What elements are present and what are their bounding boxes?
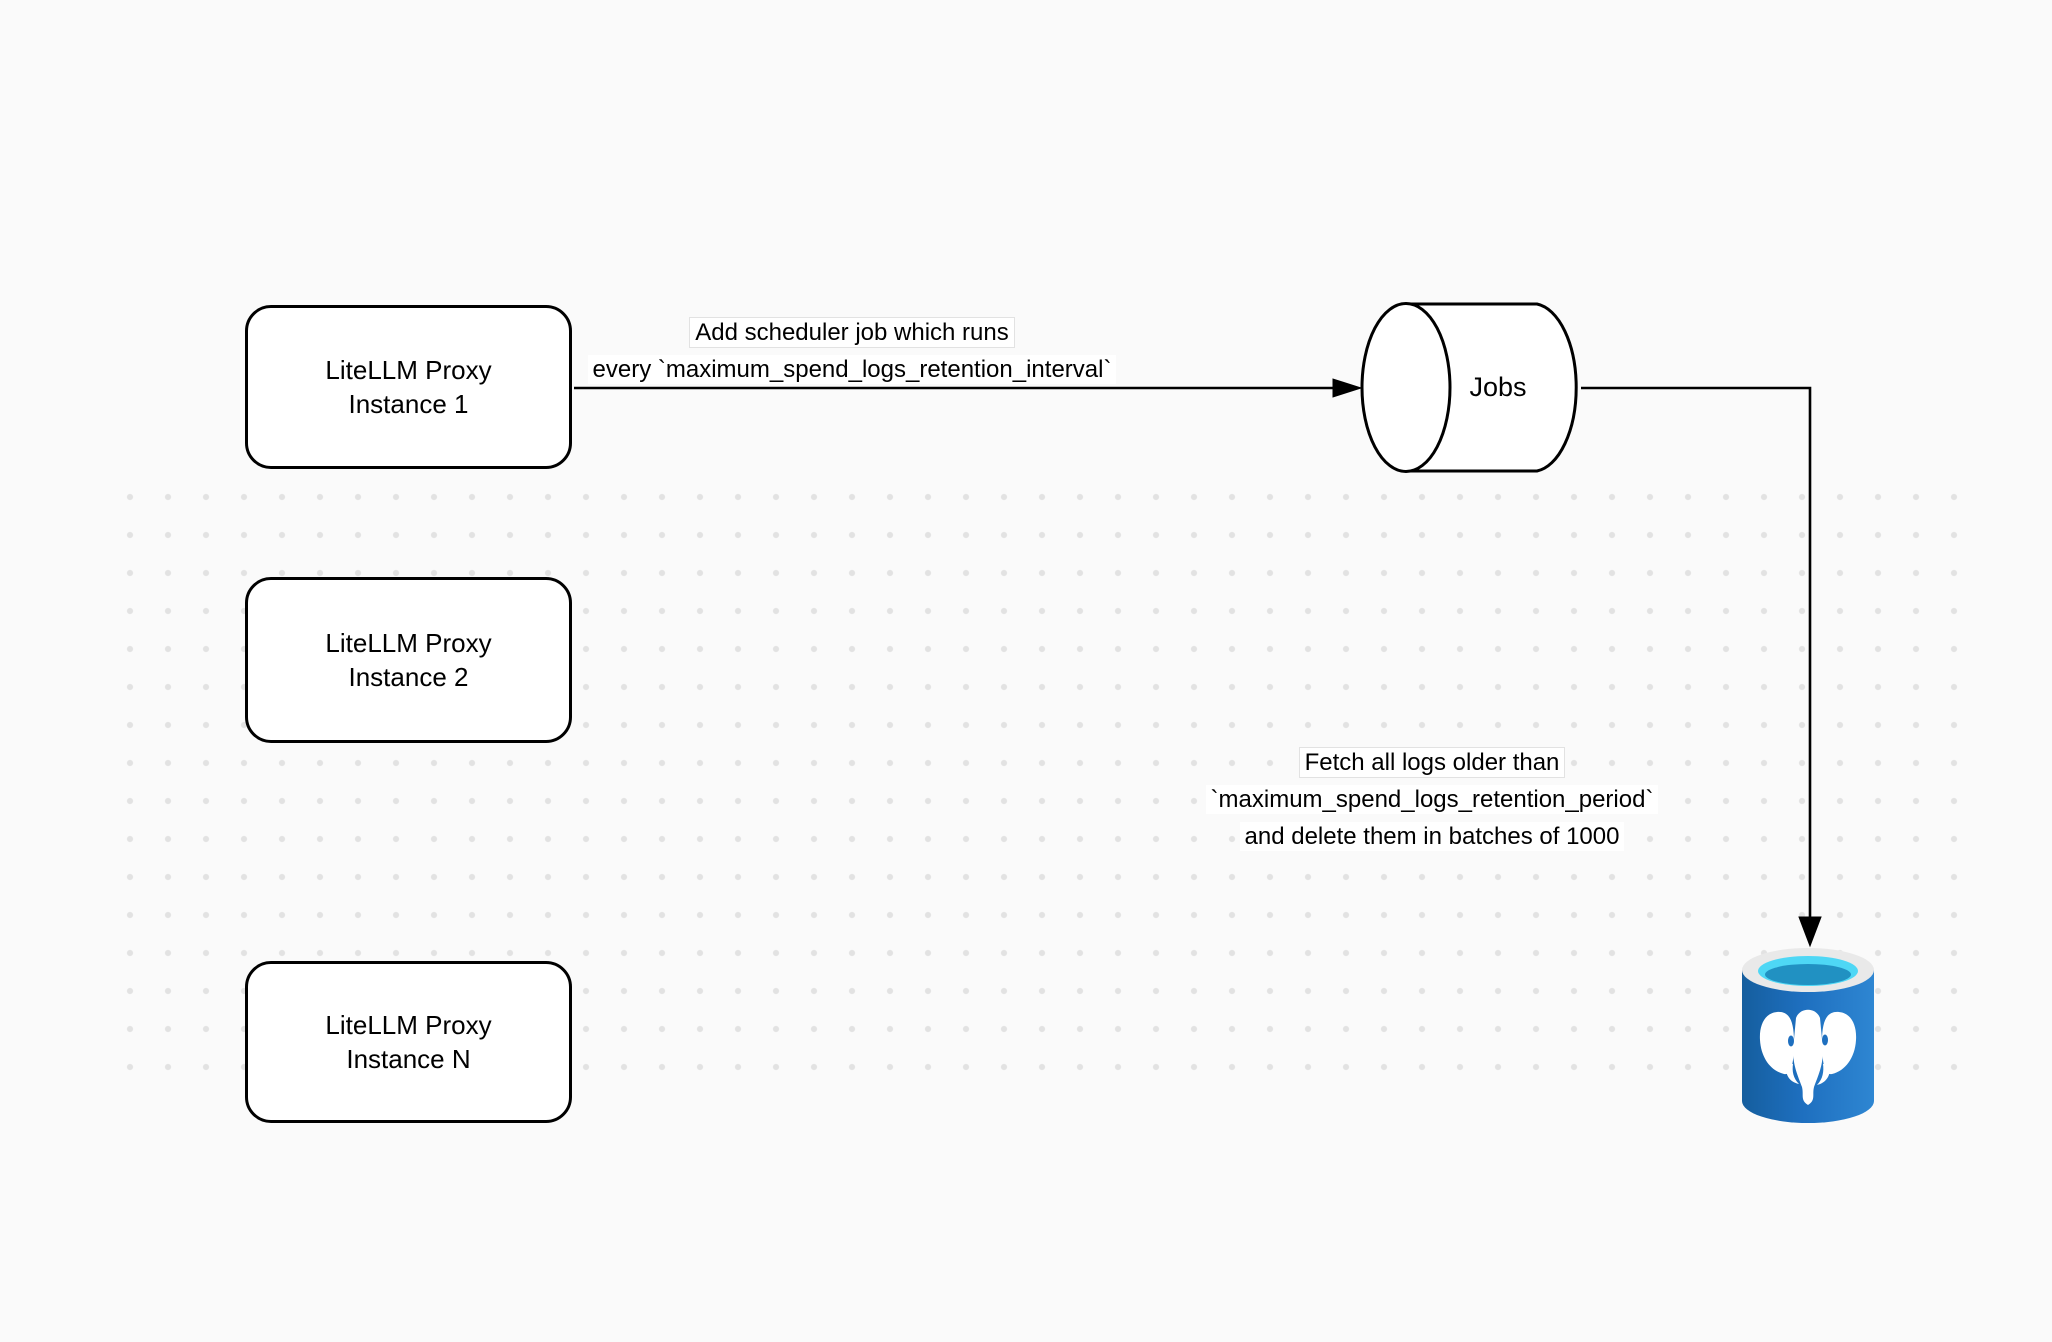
- jobs-queue-body: [1406, 302, 1578, 473]
- jobs-queue-shape: [1360, 302, 1578, 473]
- node-label-line: LiteLLM Proxy: [325, 355, 492, 385]
- edge-jobs-to-postgres: [1581, 386, 1822, 948]
- edge-label-line: and delete them in batches of 1000: [1132, 818, 1732, 855]
- edge-proxy1-to-jobs-arrowhead-icon: [1332, 378, 1363, 398]
- node-label-line: Instance N: [346, 1044, 471, 1074]
- node-label-line: LiteLLM Proxy: [325, 1010, 492, 1040]
- node-litellm-proxy-instance-n: LiteLLM Proxy Instance N: [245, 961, 572, 1123]
- jobs-queue-label: Jobs: [1469, 372, 1527, 402]
- edge-label-line: Add scheduler job which runs: [552, 314, 1152, 351]
- edge-jobs-to-postgres-arrowhead-icon: [1798, 916, 1822, 948]
- edge-label-line: `maximum_spend_logs_retention_period`: [1132, 781, 1732, 818]
- node-label-line: Instance 2: [348, 662, 469, 692]
- node-label-line: Instance 1: [348, 389, 469, 419]
- postgresql-database-icon: [1742, 948, 1874, 1123]
- edge-label-fetch-delete-logs: Fetch all logs older than `maximum_spend…: [1132, 744, 1732, 855]
- node-litellm-proxy-instance-2: LiteLLM Proxy Instance 2: [245, 577, 572, 743]
- edge-label-line: every `maximum_spend_logs_retention_inte…: [552, 351, 1152, 388]
- postgres-elephant-icon: [1759, 1009, 1857, 1105]
- edge-label-scheduler-job: Add scheduler job which runs every `maxi…: [552, 314, 1152, 388]
- edge-label-line: Fetch all logs older than: [1132, 744, 1732, 781]
- jobs-queue-cap: [1360, 302, 1452, 473]
- edge-jobs-to-postgres-line: [1581, 386, 1812, 918]
- edge-proxy1-to-jobs: [574, 378, 1363, 398]
- node-label-line: LiteLLM Proxy: [325, 628, 492, 658]
- postgres-opening-teal: [1765, 964, 1851, 985]
- node-litellm-proxy-instance-1: LiteLLM Proxy Instance 1: [245, 305, 572, 469]
